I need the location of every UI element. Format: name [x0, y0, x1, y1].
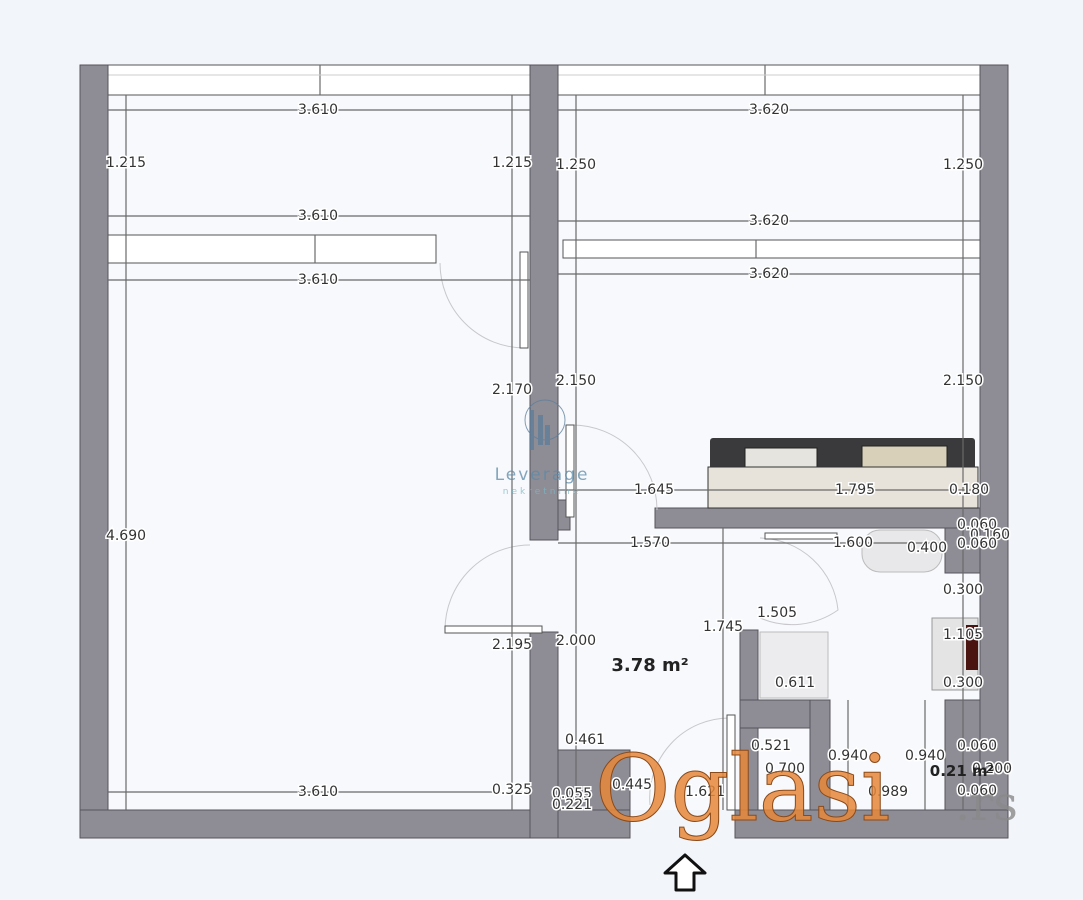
bathtub — [861, 529, 943, 573]
dim-label: 2.150 — [943, 373, 983, 389]
dim-label: 1.215 — [106, 155, 146, 171]
dimension-labels: 3.610 3.620 1.215 1.215 1.250 1.250 3.61… — [104, 101, 1013, 815]
dim-label: 0.700 — [765, 761, 805, 777]
dim-label: 2.150 — [556, 373, 596, 389]
dim-label: 0.060 — [957, 738, 997, 754]
dim-label: 3.610 — [298, 784, 338, 800]
dim-label: 0.200 — [972, 761, 1012, 777]
leverage-watermark: Leverage nekretnine — [495, 399, 590, 497]
dim-label: 0.445 — [612, 777, 652, 793]
washing-machine — [759, 631, 829, 699]
room-area-label: 0.21 m² — [930, 762, 994, 780]
dim-label: 1.600 — [833, 535, 873, 551]
dim-label: 1.105 — [943, 627, 983, 643]
dim-label: 0.521 — [751, 738, 791, 754]
dim-label: 1.250 — [556, 157, 596, 173]
dim-label: 0.989 — [868, 784, 908, 800]
dim-label: 2.000 — [556, 633, 596, 649]
dim-label: 1.645 — [634, 482, 674, 498]
radiator — [966, 625, 978, 670]
dim-label: 1.570 — [630, 535, 670, 551]
up-arrow-icon — [663, 853, 707, 892]
dim-label: 1.215 — [492, 155, 532, 171]
leverage-sub-text: nekretnine — [503, 487, 581, 497]
dim-label: 3.620 — [749, 266, 789, 282]
dim-label: 2.170 — [492, 382, 532, 398]
room-area-label: 3.78 m² — [611, 655, 688, 676]
dim-label: 0.060 — [957, 783, 997, 799]
dim-label: 0.940 — [905, 748, 945, 764]
dim-label: 4.690 — [106, 528, 146, 544]
door-swings — [439, 251, 839, 811]
dim-label: 1.621 — [685, 784, 725, 800]
dim-label: 3.610 — [298, 272, 338, 288]
dim-label: 0.300 — [943, 675, 983, 691]
dim-label: 2.195 — [492, 637, 532, 653]
dim-label: 0.325 — [492, 782, 532, 798]
dim-label: 1.745 — [703, 619, 743, 635]
dim-label: 0.160 — [970, 527, 1010, 543]
bathroom-fixtures — [759, 529, 979, 699]
dim-label: 0.611 — [775, 675, 815, 691]
dim-label: 0.055 — [552, 786, 592, 802]
oglasi-tld-text: .rs — [955, 776, 1018, 832]
dim-label: 3.610 — [298, 102, 338, 118]
dim-label: 0.940 — [828, 748, 868, 764]
dim-label: 0.221 — [552, 797, 592, 813]
dim-label: 0.060 — [957, 517, 997, 533]
kitchen-counter — [707, 438, 979, 509]
dim-label: 1.250 — [943, 157, 983, 173]
oglasi-logo-text: Oglasi — [595, 735, 890, 842]
dim-label: 3.620 — [749, 102, 789, 118]
balcony-railings — [107, 64, 981, 264]
dim-label: 0.400 — [907, 540, 947, 556]
walls — [79, 64, 1009, 839]
dimension-lines — [108, 95, 980, 810]
dim-label: 0.060 — [957, 536, 997, 552]
dim-label: 1.795 — [835, 482, 875, 498]
oglasi-watermark: Oglasi .rs — [595, 735, 1018, 843]
dim-label: 3.610 — [298, 208, 338, 224]
dim-label: 3.620 — [749, 213, 789, 229]
leverage-logo-text: Leverage — [495, 465, 590, 485]
dim-label: 1.505 — [757, 605, 797, 621]
dim-label: 0.300 — [943, 582, 983, 598]
dim-label: 0.180 — [949, 482, 989, 498]
dim-label: 0.461 — [565, 732, 605, 748]
